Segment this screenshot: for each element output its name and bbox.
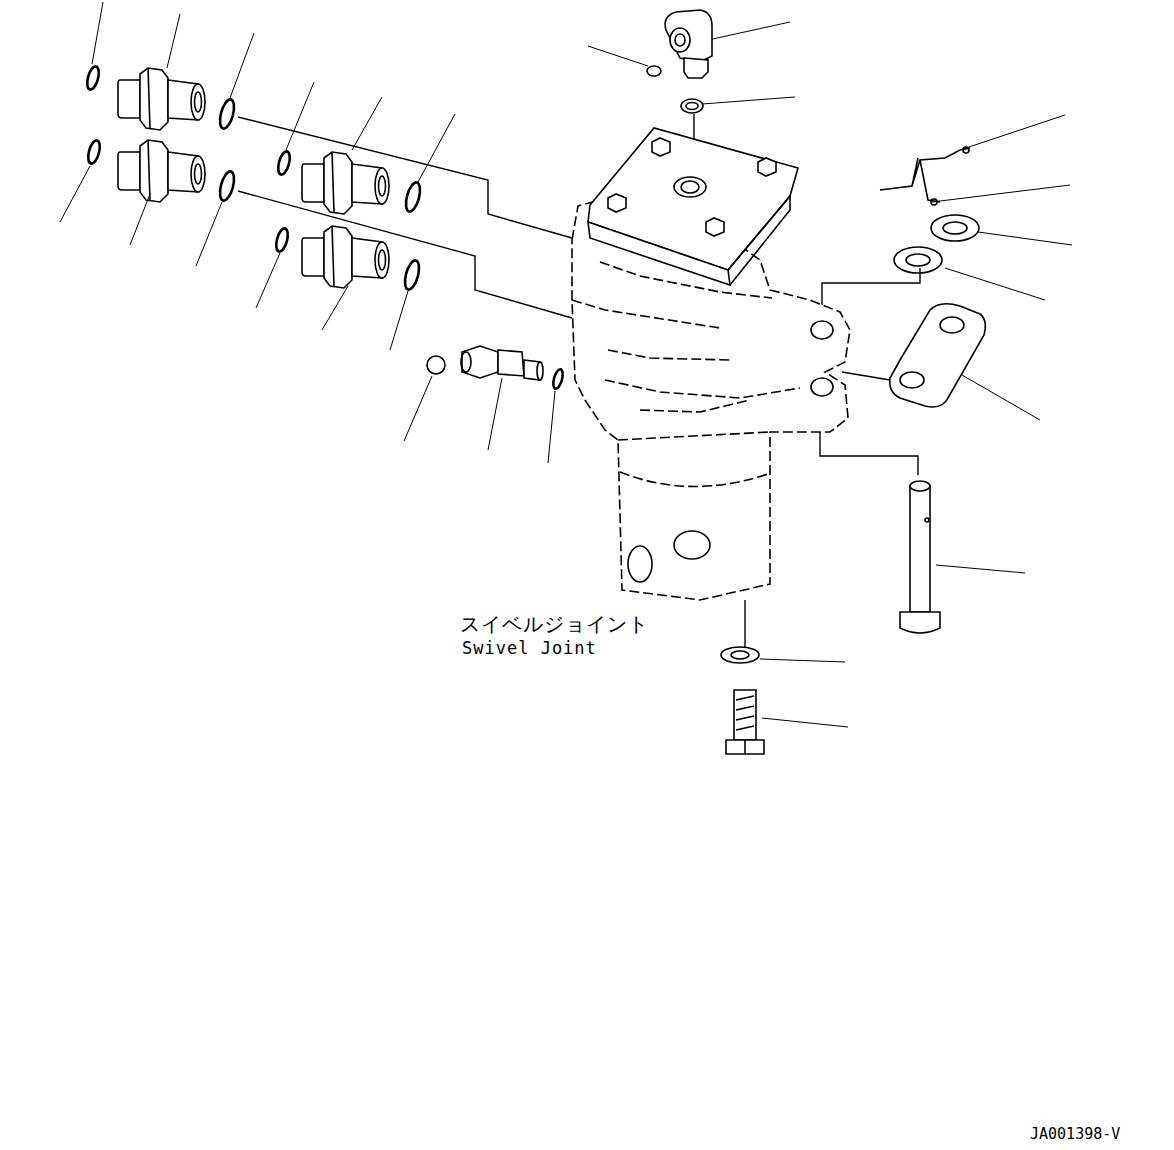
part-name-ja: スイベルジョイント [460, 614, 649, 634]
drawing-number: JA001398-V [1030, 1127, 1120, 1142]
part-name-en: Swivel Joint [462, 640, 597, 657]
